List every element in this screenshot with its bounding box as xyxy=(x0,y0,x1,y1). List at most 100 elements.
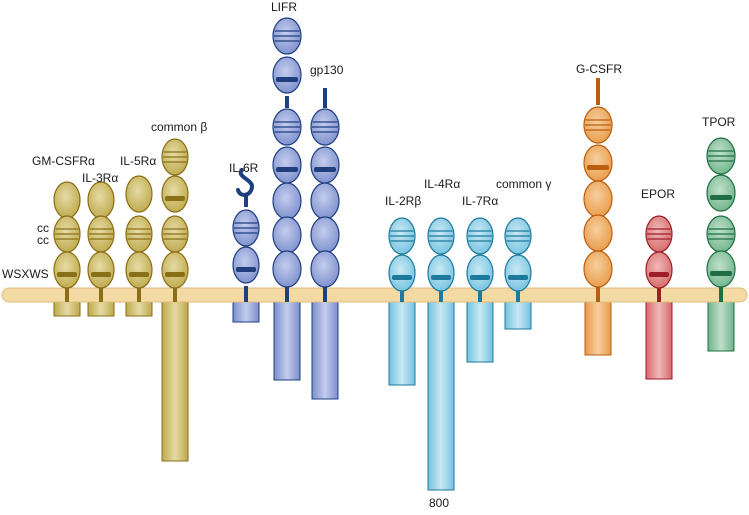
receptor-domain xyxy=(272,146,302,184)
receptor-domain xyxy=(388,254,416,292)
cc-label-2: cc xyxy=(37,233,49,247)
receptor-label-commongamma: common γ xyxy=(496,177,551,191)
receptor-stalk xyxy=(596,78,600,105)
cytoplasmic-tail-il2rb xyxy=(388,299,416,386)
wsxws-label: WSXWS xyxy=(2,267,49,281)
receptor-il3ra xyxy=(87,181,115,302)
transmembrane-segment xyxy=(439,286,443,302)
wsxws-motif-bar xyxy=(710,195,732,200)
domain-annotations: cc cc WSXWS xyxy=(2,221,49,281)
receptor-label-commonbeta: common β xyxy=(151,120,207,134)
receptor-il6r xyxy=(232,168,260,302)
receptor-domain xyxy=(310,146,340,184)
receptor-label-il5ra: IL-5Rα xyxy=(120,154,156,168)
receptor-domain xyxy=(272,56,302,94)
receptor-domain xyxy=(583,214,613,252)
cytoplasmic-tail-tpor xyxy=(707,299,735,352)
receptor-label-gp130: gp130 xyxy=(310,63,344,77)
receptor-domain xyxy=(87,181,115,219)
transmembrane-segment xyxy=(719,286,723,302)
receptor-domain xyxy=(272,216,302,254)
hook-domain xyxy=(236,168,255,197)
cytoplasmic-tail-il4ra xyxy=(427,299,455,491)
wsxws-motif-bar xyxy=(508,275,528,280)
wsxws-motif-bar xyxy=(236,267,256,272)
cell-membrane xyxy=(1,287,748,303)
receptor-label-lifr: LIFR xyxy=(271,0,297,14)
wsxws-motif-bar xyxy=(91,272,111,277)
transmembrane-segment xyxy=(173,286,177,302)
transmembrane-segment xyxy=(323,286,327,302)
amino-acid-length-label: 800 xyxy=(429,496,449,510)
receptor-label-il3ra: IL-3Rα xyxy=(82,171,118,185)
receptor-lifr xyxy=(272,17,302,302)
wsxws-motif-bar xyxy=(587,165,609,170)
receptor-domain xyxy=(706,250,736,288)
receptor-il4ra xyxy=(427,217,455,302)
receptor-domain xyxy=(161,175,189,213)
wsxws-motif-bar xyxy=(129,272,149,277)
receptor-il5ra xyxy=(125,175,153,302)
transmembrane-segment xyxy=(244,286,248,302)
receptor-domain xyxy=(310,216,340,254)
receptor-label-tpor: TPOR xyxy=(702,115,736,129)
receptor-domain xyxy=(310,182,340,220)
receptor-gcsfr xyxy=(583,78,613,302)
receptor-domain xyxy=(583,180,613,218)
transmembrane-segment xyxy=(478,286,482,302)
receptor-tpor xyxy=(706,137,736,302)
wsxws-motif-bar xyxy=(276,77,298,82)
receptor-domain xyxy=(310,250,340,288)
wsxws-motif-bar xyxy=(57,272,77,277)
receptor-il2rb xyxy=(388,217,416,302)
wsxws-motif-bar xyxy=(165,272,185,277)
transmembrane-segment xyxy=(657,286,661,302)
receptor-domain xyxy=(272,250,302,288)
wsxws-motif-bar xyxy=(276,167,298,172)
transmembrane-segment xyxy=(65,286,69,302)
receptor-domain xyxy=(125,175,153,213)
wsxws-motif-bar xyxy=(392,275,412,280)
receptor-domain xyxy=(645,251,673,289)
receptor-domain xyxy=(53,181,81,219)
receptor-gmcsfra xyxy=(53,181,81,302)
receptor-domain xyxy=(53,251,81,289)
transmembrane-segment xyxy=(516,286,520,302)
wsxws-motif-bar xyxy=(710,271,732,276)
cytoplasmic-tail-lifr xyxy=(273,299,301,381)
receptor-label-epor: EPOR xyxy=(641,187,675,201)
transmembrane-segment xyxy=(596,286,600,302)
receptor-label-il6r: IL-6R xyxy=(229,161,259,175)
receptor-labels: GM-CSFRα IL-3Rα IL-5Rα common β IL-6R LI… xyxy=(32,0,736,208)
receptor-commongamma xyxy=(504,217,532,302)
cytoplasmic-tail-commongamma xyxy=(504,299,532,330)
cytoplasmic-tail-il7ra xyxy=(466,299,494,363)
receptor-domain xyxy=(583,250,613,288)
receptor-domain xyxy=(161,251,189,289)
receptor-domain xyxy=(87,251,115,289)
receptor-domain xyxy=(232,246,260,284)
cytoplasmic-domains xyxy=(53,299,735,491)
cc-label-1: cc xyxy=(37,221,49,235)
receptor-stalk xyxy=(244,195,248,207)
receptor-label-il2rb: IL-2Rβ xyxy=(385,194,421,208)
wsxws-motif-bar xyxy=(165,196,185,201)
receptor-label-il4ra: IL-4Rα xyxy=(424,177,460,191)
receptor-il7ra xyxy=(466,217,494,302)
receptor-label-gcsfr: G-CSFR xyxy=(576,62,622,76)
receptor-domain xyxy=(466,254,494,292)
receptor-label-il7ra: IL-7Rα xyxy=(462,194,498,208)
receptor-domain xyxy=(125,251,153,289)
receptor-domain xyxy=(706,174,736,212)
wsxws-motif-bar xyxy=(431,275,451,280)
transmembrane-segment xyxy=(285,286,289,302)
cytoplasmic-tail-commonbeta xyxy=(161,299,189,462)
cytoplasmic-tail-epor xyxy=(645,299,673,380)
transmembrane-segment xyxy=(400,286,404,302)
cytoplasmic-tail-gcsfr xyxy=(584,299,612,356)
receptor-domain xyxy=(504,254,532,292)
transmembrane-segment xyxy=(137,286,141,302)
receptor-domain xyxy=(583,144,613,182)
